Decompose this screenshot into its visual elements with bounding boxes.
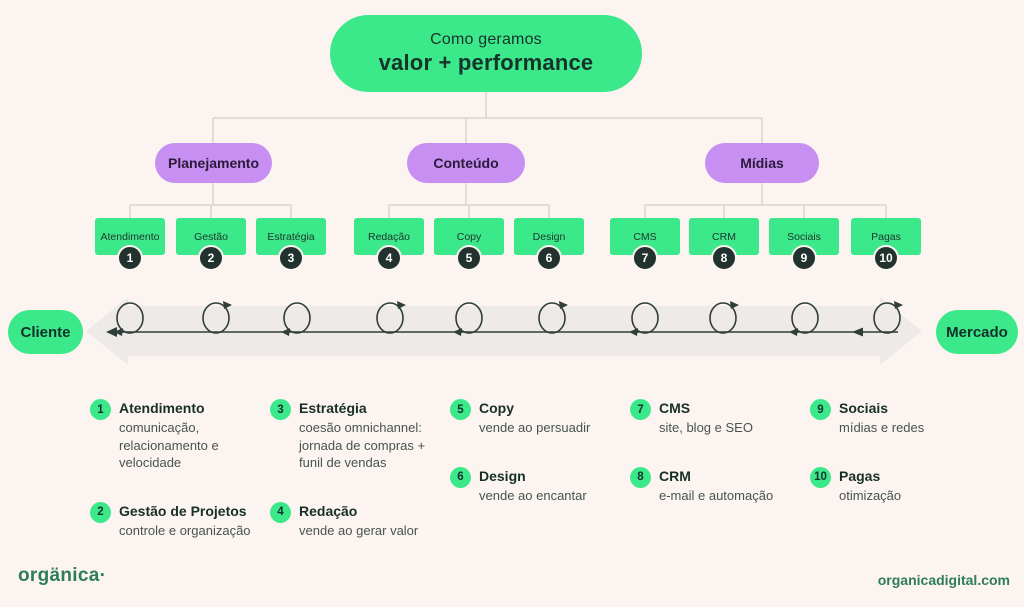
legend-desc: comunicação, relacionamento e velocidade xyxy=(119,420,219,470)
legend-title: Atendimento xyxy=(119,400,205,416)
legend-title: CRM xyxy=(659,467,691,484)
legend-title: Design xyxy=(479,467,526,484)
legend-badge-4: 4 xyxy=(270,501,291,523)
legend-title: Gestão de Projetos xyxy=(119,502,247,519)
legend-desc: controle e organização xyxy=(119,522,251,538)
legend-desc: otimização xyxy=(839,487,902,503)
legend-desc: coesão omnichannel: jornada de compras +… xyxy=(299,420,426,470)
legend-column-2: 3 Estratégia coesão omnichannel: jornada… xyxy=(270,399,450,539)
branch-pill-conteudo: Conteúdo xyxy=(407,143,525,183)
step-badge-7: 7 xyxy=(632,245,658,271)
flow-band xyxy=(86,297,922,365)
legend-desc: e-mail e automação xyxy=(659,487,774,503)
legend-item-6: 6 Design vende ao encantar xyxy=(450,466,630,505)
legend-item-9: 9 Sociais mídias e redes xyxy=(810,399,990,437)
step-badge-8: 8 xyxy=(711,245,737,271)
legend-item-2: 2 Gestão de Projetos controle e organiza… xyxy=(90,501,270,540)
legend-title: CMS xyxy=(659,400,691,416)
legend-title: Estratégia xyxy=(299,400,367,416)
legend-column-4: 7 CMS site, blog e SEO 8 CRM e-mail e au… xyxy=(630,399,810,539)
legend-badge-7: 7 xyxy=(630,399,651,420)
tree-connector-lines xyxy=(129,92,887,218)
legend-item-4: 4 Redação vende ao gerar valor xyxy=(270,501,450,540)
legend-badge-5: 5 xyxy=(450,399,471,420)
legend-desc: mídias e redes xyxy=(839,420,925,435)
step-badge-5: 5 xyxy=(456,245,482,271)
legend-item-5: 5 Copy vende ao persuadir xyxy=(450,399,630,437)
legend-title: Copy xyxy=(479,400,514,416)
legend-badge-6: 6 xyxy=(450,466,471,488)
footer-website: organicadigital.com xyxy=(877,572,1010,588)
legend-badge-8: 8 xyxy=(630,466,651,488)
legend-column-3: 5 Copy vende ao persuadir 6 Design vende… xyxy=(450,399,630,539)
loop-direction-arrows xyxy=(114,301,903,336)
cliente-pill: Cliente xyxy=(8,310,83,354)
legend-desc: site, blog e SEO xyxy=(659,420,753,435)
legend-item-8: 8 CRM e-mail e automação xyxy=(630,466,810,505)
legend-desc: vende ao persuadir xyxy=(479,420,591,435)
step-badge-2: 2 xyxy=(198,245,224,271)
legend-badge-10: 10 xyxy=(810,466,831,488)
step-badge-4: 4 xyxy=(376,245,402,271)
legend-title: Sociais xyxy=(839,400,889,416)
legend-item-7: 7 CMS site, blog e SEO xyxy=(630,399,810,437)
legend-item-3: 3 Estratégia coesão omnichannel: jornada… xyxy=(270,399,450,472)
branch-pill-midias: Mídias xyxy=(705,143,819,183)
step-badge-9: 9 xyxy=(791,245,817,271)
legend-desc: vende ao gerar valor xyxy=(299,522,419,538)
legend-column-5: 9 Sociais mídias e redes 10 Pagas otimiz… xyxy=(810,399,990,539)
step-badge-10: 10 xyxy=(873,245,899,271)
legend-title: Redação xyxy=(299,502,358,519)
legend-badge-1: 1 xyxy=(90,399,111,420)
legend-column-1: 1 Atendimento comunicação, relacionament… xyxy=(90,399,270,539)
legend: 1 Atendimento comunicação, relacionament… xyxy=(90,399,990,539)
step-badge-1: 1 xyxy=(117,245,143,271)
branch-pill-planejamento: Planejamento xyxy=(155,143,272,183)
legend-item-1: 1 Atendimento comunicação, relacionament… xyxy=(90,399,270,472)
tree-leaf-gestao: Gestão xyxy=(176,218,246,255)
mercado-pill: Mercado xyxy=(936,310,1018,354)
legend-item-10: 10 Pagas otimização xyxy=(810,466,990,505)
loop-icon xyxy=(116,302,901,334)
title-pill: Como geramos valor + performance xyxy=(330,15,642,92)
page-title: valor + performance xyxy=(378,50,594,75)
double-headed-arrow xyxy=(86,297,922,365)
legend-badge-2: 2 xyxy=(90,501,111,523)
step-badge-3: 3 xyxy=(278,245,304,271)
legend-badge-3: 3 xyxy=(270,399,291,420)
organica-logo: orgänica· xyxy=(18,565,107,586)
title-subtext: Como geramos xyxy=(430,31,542,48)
legend-badge-9: 9 xyxy=(810,399,831,420)
step-badge-6: 6 xyxy=(536,245,562,271)
legend-desc: vende ao encantar xyxy=(479,487,587,503)
legend-title: Pagas xyxy=(839,467,881,484)
